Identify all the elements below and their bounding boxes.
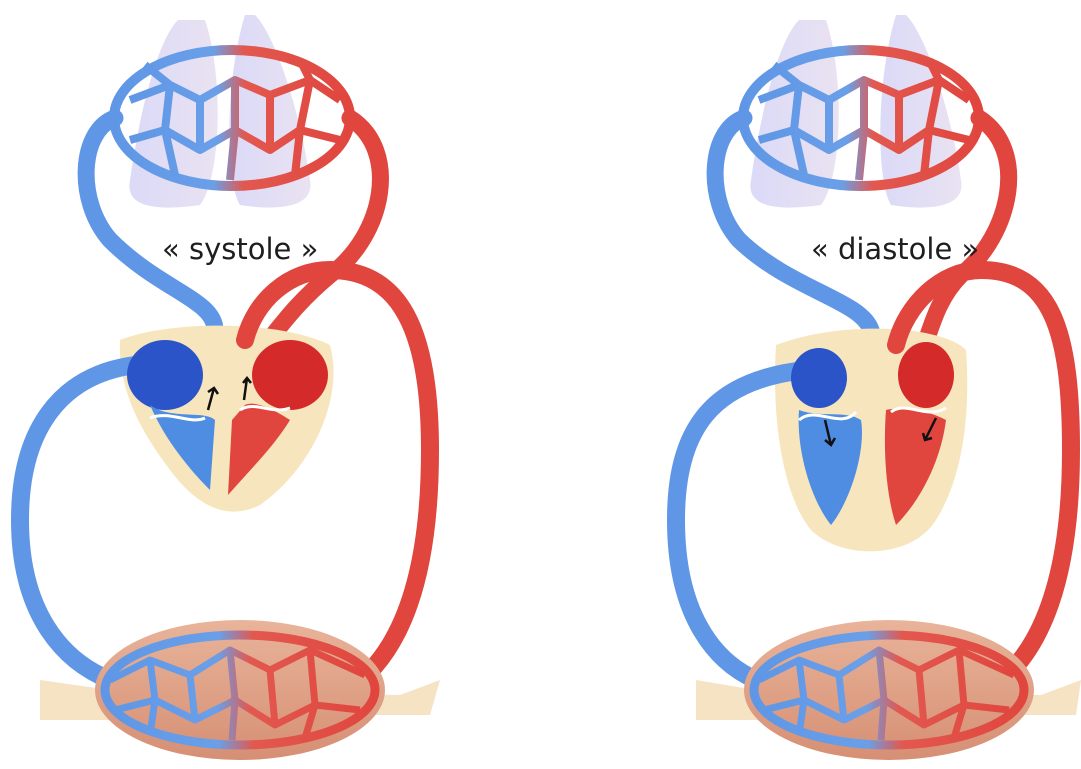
systole-panel: « systole » [0,0,540,769]
body-tissue [40,620,440,760]
diastole-panel: « diastole » [541,0,1081,769]
diastole-label: « diastole » [811,232,979,266]
diastole-circulation-diagram [541,0,1081,769]
systole-circulation-diagram [0,0,540,769]
systole-label: « systole » [162,232,318,266]
vena-cava [20,365,135,680]
